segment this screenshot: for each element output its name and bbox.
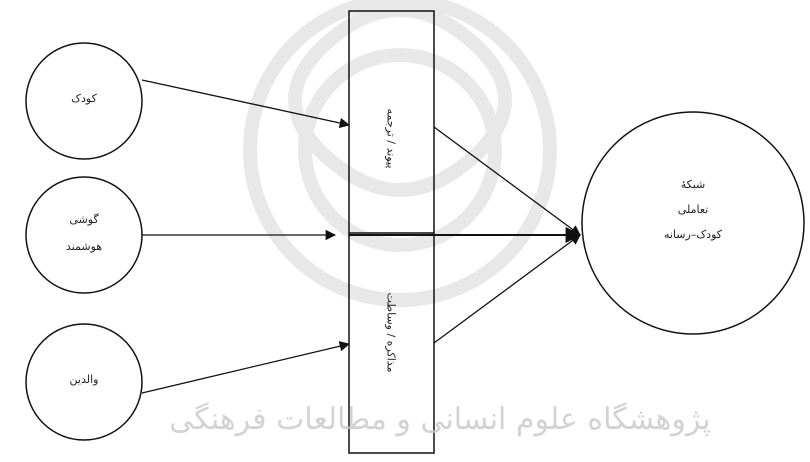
network-label-line2: تعاملی — [643, 203, 743, 218]
child-label: کودک — [44, 92, 124, 107]
network-label-line3: کودک–رسانه — [643, 228, 743, 243]
arrow-parents-to-mediator — [142, 344, 349, 393]
mediator-lower-label: مذاکره / وساطت — [385, 268, 398, 398]
smartphone-label: گوشی هوشمند — [44, 213, 124, 255]
smartphone-label-line1: گوشی — [44, 213, 124, 228]
network-label: شبکهٔ تعاملی کودک–رسانه — [643, 178, 743, 243]
watermark-ornament — [250, 0, 550, 300]
network-label-line1: شبکهٔ — [643, 178, 743, 193]
parents-label: والدین — [44, 373, 124, 388]
smartphone-label-line2: هوشمند — [44, 240, 124, 255]
mediator-upper-label: پیوند / ترجمه — [385, 84, 398, 194]
watermark-text: پژوهشگاه علوم انسانی و مطالعات فرهنگی — [160, 402, 720, 437]
